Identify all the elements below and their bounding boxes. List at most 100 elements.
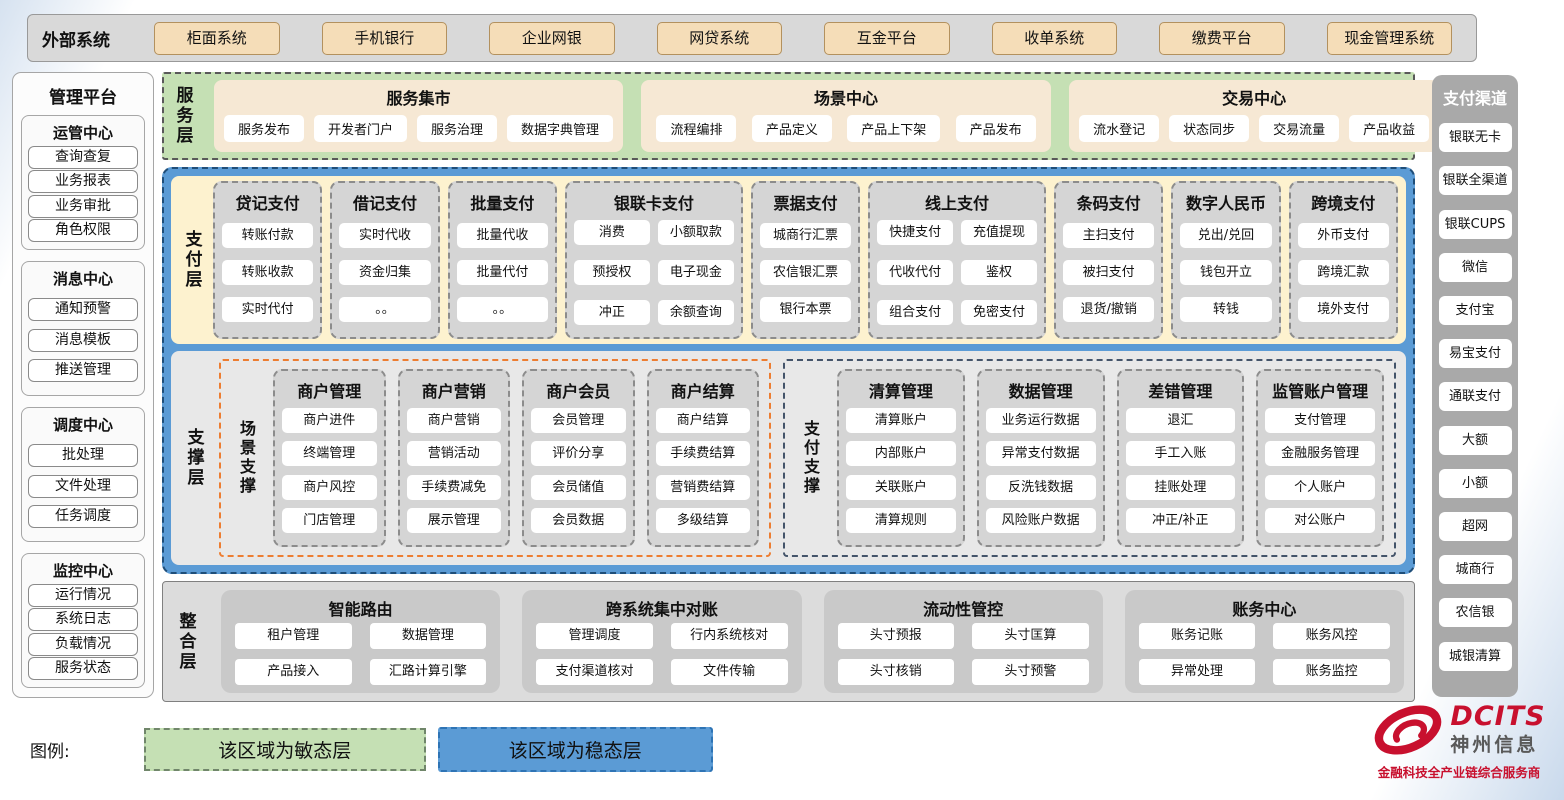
integration-button[interactable]: 账务监控: [1273, 659, 1390, 685]
payment-channel-button[interactable]: 超网: [1438, 512, 1512, 542]
management-button[interactable]: 批处理: [28, 444, 138, 468]
external-system-button[interactable]: 柜面系统: [154, 21, 280, 55]
support-button[interactable]: 手续费减免: [406, 474, 501, 500]
payment-button[interactable]: 银行本票: [759, 297, 852, 322]
support-button[interactable]: 个人账户: [1265, 474, 1375, 500]
support-button[interactable]: 金融服务管理: [1265, 441, 1375, 467]
service-button[interactable]: 状态同步: [1169, 114, 1250, 142]
external-system-button[interactable]: 现金管理系统: [1326, 21, 1452, 55]
payment-button[interactable]: 组合支付: [877, 300, 954, 325]
service-button[interactable]: 服务发布: [224, 114, 305, 142]
payment-channel-button[interactable]: 农信银: [1438, 598, 1512, 628]
external-system-button[interactable]: 手机银行: [321, 21, 447, 55]
integration-button[interactable]: 头寸预报: [837, 623, 955, 649]
external-system-button[interactable]: 收单系统: [991, 21, 1117, 55]
service-button[interactable]: 流程编排: [656, 114, 737, 142]
payment-button[interactable]: 城商行汇票: [759, 223, 852, 248]
integration-button[interactable]: 支付渠道核对: [536, 659, 653, 685]
management-button[interactable]: 通知预警: [28, 298, 138, 322]
service-button[interactable]: 开发者门户: [314, 114, 408, 142]
management-button[interactable]: 业务审批: [28, 194, 138, 218]
payment-button[interactable]: 代收代付: [877, 260, 954, 285]
payment-button[interactable]: 农信银汇票: [759, 260, 852, 285]
payment-channel-button[interactable]: 银联CUPS: [1438, 209, 1512, 239]
payment-button[interactable]: 被扫支付: [1062, 260, 1155, 285]
integration-button[interactable]: 产品接入: [235, 659, 352, 685]
payment-button[interactable]: 退货/撤销: [1062, 297, 1155, 322]
support-button[interactable]: 商户风控: [282, 474, 377, 500]
integration-button[interactable]: 账务记账: [1138, 623, 1256, 649]
payment-button[interactable]: 兑出/兑回: [1180, 223, 1272, 248]
support-button[interactable]: 支付管理: [1265, 407, 1375, 433]
payment-channel-button[interactable]: 银联无卡: [1438, 123, 1512, 153]
support-button[interactable]: 会员数据: [531, 508, 626, 534]
integration-button[interactable]: 汇路计算引擎: [369, 659, 487, 685]
service-button[interactable]: 产品发布: [955, 114, 1036, 142]
integration-button[interactable]: 行内系统核对: [670, 623, 788, 649]
payment-channel-button[interactable]: 城银清算: [1438, 641, 1512, 671]
service-button[interactable]: 产品定义: [751, 114, 832, 142]
payment-button[interactable]: 。。: [456, 297, 548, 322]
support-button[interactable]: 评价分享: [531, 441, 626, 467]
support-button[interactable]: 会员管理: [531, 407, 626, 433]
external-system-button[interactable]: 企业网银: [489, 21, 615, 55]
support-button[interactable]: 冲正/补正: [1125, 508, 1236, 534]
payment-button[interactable]: 预授权: [573, 260, 650, 285]
integration-button[interactable]: 异常处理: [1138, 659, 1256, 685]
support-button[interactable]: 营销活动: [406, 441, 501, 467]
support-button[interactable]: 异常支付数据: [985, 441, 1096, 467]
integration-button[interactable]: 账务风控: [1273, 623, 1390, 649]
management-button[interactable]: 服务状态: [28, 656, 138, 680]
payment-channel-button[interactable]: 大额: [1438, 425, 1512, 455]
support-button[interactable]: 商户结算: [655, 407, 750, 433]
support-button[interactable]: 对公账户: [1265, 508, 1375, 534]
support-button[interactable]: 风险账户数据: [985, 508, 1096, 534]
management-button[interactable]: 消息模板: [28, 328, 138, 352]
payment-button[interactable]: 跨境汇款: [1297, 260, 1389, 285]
support-button[interactable]: 商户营销: [406, 407, 501, 433]
support-button[interactable]: 清算规则: [846, 508, 956, 534]
payment-button[interactable]: 批量代收: [456, 223, 548, 248]
payment-button[interactable]: 冲正: [573, 300, 650, 325]
payment-channel-button[interactable]: 银联全渠道: [1438, 166, 1512, 196]
payment-button[interactable]: 快捷支付: [877, 220, 954, 245]
integration-button[interactable]: 头寸核销: [837, 659, 955, 685]
support-button[interactable]: 手续费结算: [655, 441, 750, 467]
payment-button[interactable]: 。。: [339, 297, 431, 322]
payment-button[interactable]: 批量代付: [456, 260, 548, 285]
integration-button[interactable]: 管理调度: [536, 623, 653, 649]
integration-button[interactable]: 头寸预警: [972, 659, 1089, 685]
support-button[interactable]: 内部账户: [846, 441, 956, 467]
service-button[interactable]: 产品上下架: [847, 114, 941, 142]
payment-button[interactable]: 转账收款: [222, 260, 314, 285]
payment-button[interactable]: 境外支付: [1297, 297, 1389, 322]
service-button[interactable]: 流水登记: [1079, 114, 1160, 142]
support-button[interactable]: 多级结算: [655, 508, 750, 534]
support-button[interactable]: 业务运行数据: [985, 407, 1096, 433]
support-button[interactable]: 手工入账: [1125, 441, 1236, 467]
support-button[interactable]: 营销费结算: [655, 474, 750, 500]
payment-button[interactable]: 钱包开立: [1180, 260, 1272, 285]
payment-channel-button[interactable]: 支付宝: [1438, 296, 1512, 326]
support-button[interactable]: 关联账户: [846, 474, 956, 500]
payment-channel-button[interactable]: 微信: [1438, 252, 1512, 282]
payment-button[interactable]: 小额取款: [657, 220, 734, 245]
management-button[interactable]: 负载情况: [28, 632, 138, 656]
management-button[interactable]: 运行情况: [28, 584, 138, 608]
support-button[interactable]: 反洗钱数据: [985, 474, 1096, 500]
payment-button[interactable]: 转钱: [1180, 297, 1272, 322]
payment-button[interactable]: 鉴权: [961, 260, 1037, 285]
support-button[interactable]: 会员储值: [531, 474, 626, 500]
payment-channel-button[interactable]: 城商行: [1438, 555, 1512, 585]
payment-channel-button[interactable]: 通联支付: [1438, 382, 1512, 412]
service-button[interactable]: 服务治理: [417, 114, 498, 142]
payment-button[interactable]: 消费: [573, 220, 650, 245]
service-button[interactable]: 数据字典管理: [507, 114, 614, 142]
service-button[interactable]: 交易流量: [1259, 114, 1340, 142]
integration-button[interactable]: 头寸匡算: [972, 623, 1089, 649]
management-button[interactable]: 查询查复: [28, 146, 138, 170]
payment-button[interactable]: 实时代付: [222, 297, 314, 322]
payment-button[interactable]: 资金归集: [339, 260, 431, 285]
integration-button[interactable]: 文件传输: [670, 659, 788, 685]
payment-button[interactable]: 实时代收: [339, 223, 431, 248]
